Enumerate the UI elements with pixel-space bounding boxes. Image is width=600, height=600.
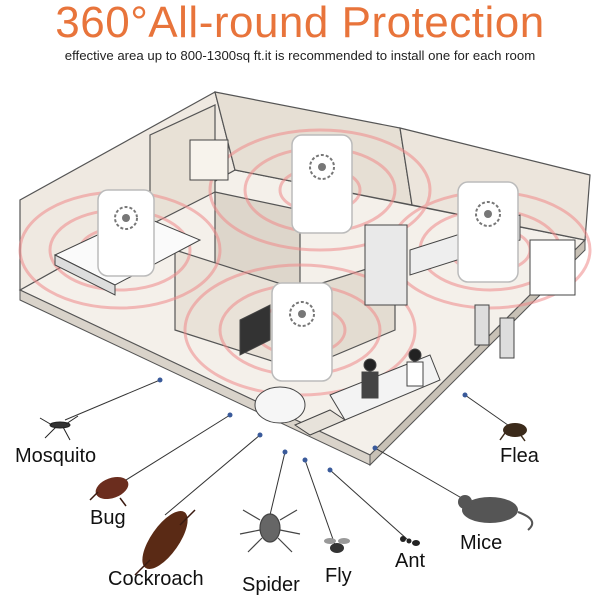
pest-pointer-dots: [157, 377, 468, 473]
spider-icon: [239, 509, 301, 553]
pest-label-mosquito: Mosquito: [15, 445, 97, 467]
ant-icon: [400, 536, 420, 546]
pest-label-spider: Spider: [242, 574, 300, 596]
bug-icon: [89, 476, 129, 507]
pest-label-ant: Ant: [395, 550, 426, 572]
pest-pointer-lines: [64, 379, 516, 546]
pest-label-fly: Fly: [325, 565, 352, 587]
flea-icon: [499, 423, 527, 442]
repeller-device-bedroom: [97, 189, 155, 277]
house-illustration: [18, 91, 592, 576]
repeller-device-hall: [291, 134, 353, 234]
mosquito-icon: [39, 415, 79, 441]
pest-label-cockroach: Cockroach: [108, 568, 204, 590]
fly-icon: [324, 538, 350, 553]
pest-label-mice: Mice: [460, 532, 503, 554]
repeller-device-kitchen: [457, 181, 519, 283]
pest-label-flea: Flea: [500, 445, 539, 467]
subheadline: effective area up to 800-1300sq ft.it is…: [64, 48, 536, 63]
headline: 360°All-round Protection: [55, 0, 545, 47]
mouse-icon: [458, 495, 534, 531]
pest-label-bug: Bug: [90, 507, 126, 529]
cockroach-icon: [134, 509, 196, 576]
repeller-device-livingroom: [271, 282, 333, 382]
